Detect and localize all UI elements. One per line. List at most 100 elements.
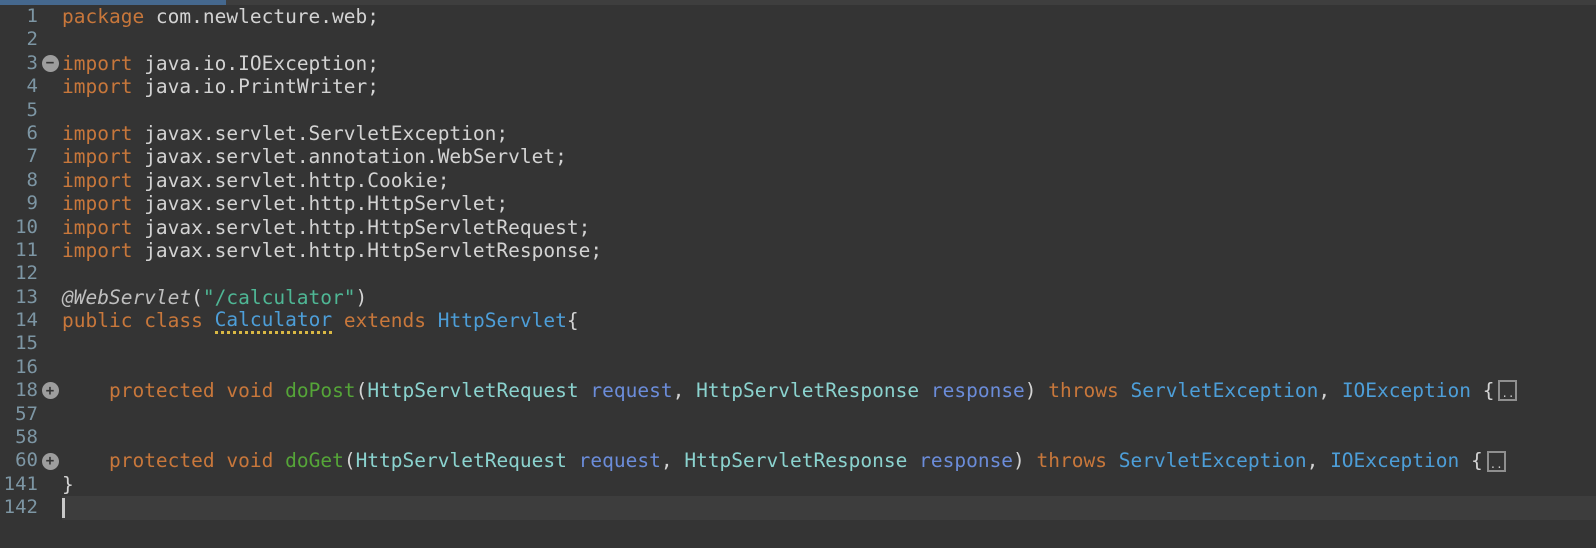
code-text[interactable] bbox=[62, 356, 1596, 379]
code-line[interactable]: 15 bbox=[0, 332, 1596, 355]
token-plain bbox=[426, 309, 438, 332]
code-text[interactable]: import java.io.IOException; bbox=[62, 52, 1596, 75]
code-text[interactable] bbox=[62, 99, 1596, 122]
token-type: HttpServlet bbox=[437, 309, 567, 333]
token-plain: javax.servlet.ServletException; bbox=[132, 121, 509, 145]
line-number: 58 bbox=[15, 426, 38, 449]
token-plain: javax.servlet.http.HttpServletRequest; bbox=[132, 215, 591, 239]
line-number: 16 bbox=[15, 355, 38, 378]
code-line[interactable]: 13 @WebServlet("/calculator") bbox=[0, 286, 1596, 309]
token-plain: , bbox=[660, 449, 685, 473]
token-plain: , bbox=[1306, 449, 1331, 473]
code-text[interactable] bbox=[62, 28, 1596, 51]
code-line[interactable]: 57 bbox=[0, 403, 1596, 426]
code-text[interactable]: import javax.servlet.http.Cookie; bbox=[62, 169, 1596, 192]
code-text[interactable]: import java.io.PrintWriter; bbox=[62, 75, 1596, 98]
code-line[interactable]: 6 import javax.servlet.ServletException; bbox=[0, 122, 1596, 145]
token-param: response bbox=[930, 379, 1025, 403]
token-plain: , bbox=[1318, 379, 1342, 403]
code-text[interactable]: import javax.servlet.http.HttpServletRes… bbox=[62, 239, 1596, 262]
code-text[interactable] bbox=[62, 496, 1596, 520]
code-line[interactable]: 1 package com.newlecture.web; bbox=[0, 5, 1596, 28]
token-classdef: Calculator bbox=[214, 308, 333, 334]
token-keyword: class bbox=[144, 309, 203, 333]
token-keyword: throws bbox=[1048, 379, 1119, 403]
code-line[interactable]: 5 bbox=[0, 99, 1596, 122]
folded-code-box[interactable]: .. bbox=[1498, 380, 1518, 402]
token-type: ServletException bbox=[1130, 379, 1319, 403]
token-typecyan: HttpServletResponse bbox=[684, 449, 908, 473]
fold-expanded-icon[interactable]: − bbox=[41, 54, 59, 72]
token-keyword: import bbox=[62, 121, 133, 145]
code-text[interactable] bbox=[62, 403, 1596, 426]
code-text[interactable] bbox=[62, 262, 1596, 285]
code-text[interactable]: import javax.servlet.http.HttpServlet; bbox=[62, 192, 1596, 215]
code-line[interactable]: 8 import javax.servlet.http.Cookie; bbox=[0, 169, 1596, 192]
token-plain bbox=[273, 379, 285, 402]
token-plain: ) bbox=[1024, 379, 1049, 403]
fold-column: + bbox=[38, 382, 62, 400]
code-line[interactable]: 3−import java.io.IOException; bbox=[0, 52, 1596, 75]
line-number: 8 bbox=[26, 168, 38, 191]
code-text[interactable]: protected void doGet(HttpServletRequest … bbox=[62, 449, 1596, 472]
code-text[interactable]: } bbox=[62, 473, 1596, 496]
line-number: 18 bbox=[15, 379, 38, 402]
code-line[interactable]: 12 bbox=[0, 262, 1596, 285]
token-param: request bbox=[590, 379, 673, 403]
code-line[interactable]: 60+ protected void doGet(HttpServletRequ… bbox=[0, 449, 1596, 472]
code-text[interactable]: import javax.servlet.http.HttpServletReq… bbox=[62, 216, 1596, 239]
fold-collapsed-icon[interactable]: + bbox=[41, 452, 59, 470]
code-text[interactable]: package com.newlecture.web; bbox=[62, 5, 1596, 28]
token-keyword: import bbox=[62, 215, 133, 239]
fold-collapsed-icon[interactable]: + bbox=[41, 382, 59, 400]
code-text[interactable]: @WebServlet("/calculator") bbox=[62, 286, 1596, 309]
token-plain: ( bbox=[343, 449, 356, 473]
code-text[interactable] bbox=[62, 332, 1596, 355]
code-line[interactable]: 2 bbox=[0, 28, 1596, 51]
token-plain: { bbox=[1459, 449, 1483, 473]
token-plain: com.newlecture.web; bbox=[144, 5, 379, 28]
token-plain: } bbox=[62, 472, 74, 496]
code-line[interactable]: 16 bbox=[0, 356, 1596, 379]
line-number: 1 bbox=[26, 5, 38, 27]
code-line[interactable]: 141} bbox=[0, 473, 1596, 496]
line-number: 6 bbox=[26, 121, 38, 144]
code-line[interactable]: 10 import javax.servlet.http.HttpServletR… bbox=[0, 216, 1596, 239]
code-text[interactable] bbox=[62, 426, 1596, 449]
code-text[interactable]: import javax.servlet.annotation.WebServl… bbox=[62, 145, 1596, 168]
active-tab-indicator[interactable] bbox=[0, 0, 226, 5]
line-number: 4 bbox=[26, 75, 38, 98]
code-line[interactable]: 18+ protected void doPost(HttpServletReq… bbox=[0, 379, 1596, 402]
folded-code-box[interactable]: .. bbox=[1486, 450, 1506, 472]
token-plain bbox=[215, 379, 227, 402]
token-keyword: import bbox=[62, 168, 133, 192]
code-text[interactable]: import javax.servlet.ServletException; bbox=[62, 122, 1596, 145]
code-text[interactable]: public class Calculator extends HttpServ… bbox=[62, 308, 1596, 334]
token-keyword: package bbox=[62, 5, 145, 28]
line-number: 15 bbox=[15, 332, 38, 355]
token-plain bbox=[332, 309, 344, 332]
code-line[interactable]: 58 bbox=[0, 426, 1596, 449]
line-number: 13 bbox=[15, 285, 38, 308]
code-line[interactable]: 142 bbox=[0, 496, 1596, 520]
line-number: 57 bbox=[15, 402, 38, 425]
token-type: IOException bbox=[1341, 379, 1471, 403]
token-keyword: import bbox=[62, 238, 133, 262]
line-number: 142 bbox=[3, 496, 38, 519]
token-plain bbox=[567, 449, 579, 472]
line-number: 10 bbox=[15, 215, 38, 238]
code-text[interactable]: protected void doPost(HttpServletRequest… bbox=[62, 379, 1596, 402]
line-number: 5 bbox=[26, 98, 38, 121]
token-method: doPost bbox=[285, 379, 356, 403]
code-line[interactable]: 4 import java.io.PrintWriter; bbox=[0, 75, 1596, 98]
token-plain bbox=[1119, 379, 1131, 402]
token-plain bbox=[919, 379, 931, 402]
token-typecyan: HttpServletRequest bbox=[367, 379, 579, 403]
token-plain: java.io.IOException; bbox=[132, 51, 379, 75]
token-plain: javax.servlet.http.Cookie; bbox=[132, 168, 450, 192]
